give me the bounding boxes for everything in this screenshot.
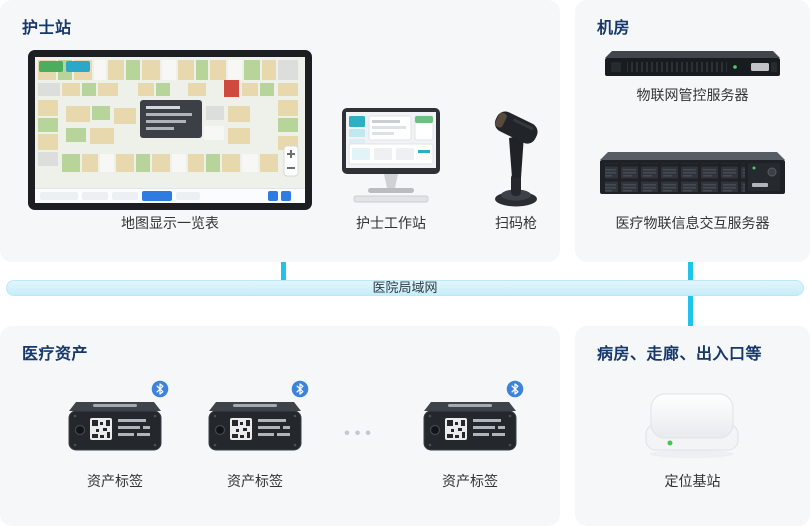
floor-map-screen-graphic xyxy=(28,50,312,210)
iot-server-graphic xyxy=(605,51,780,76)
asset-tag-1-label: 资产标签 xyxy=(87,473,143,489)
panel-medical-assets: 医疗资产 xyxy=(0,326,560,526)
panel-title-medical-assets: 医疗资产 xyxy=(22,346,89,363)
connector-lan-to-locations xyxy=(688,295,693,326)
workstation-graphic xyxy=(342,108,440,203)
hospital-lan-bus: 医院局域网 xyxy=(6,280,804,296)
map-rooms-body xyxy=(38,100,298,172)
panel-title-nurse-station: 护士站 xyxy=(22,20,72,37)
scanner-label: 扫码枪 xyxy=(495,215,537,231)
base-station-graphic xyxy=(645,393,739,458)
asset-tag-graphic xyxy=(68,402,162,451)
asset-tag-2-label: 资产标签 xyxy=(227,473,283,489)
exchange-server-label: 医疗物联信息交互服务器 xyxy=(615,215,770,231)
panel-server-room: 机房 物联网管控服务器 xyxy=(575,0,810,262)
bluetooth-icon xyxy=(291,380,309,398)
map-tooltip xyxy=(140,100,202,138)
asset-tag-graphic xyxy=(208,402,302,451)
map-toolbar xyxy=(35,188,305,203)
connector-server-to-lan xyxy=(688,262,693,281)
base-station-label: 定位基站 xyxy=(664,473,721,489)
workstation-device xyxy=(336,108,446,208)
map-status-chip-teal xyxy=(66,61,90,72)
exchange-server-graphic xyxy=(600,152,785,194)
scanner-device xyxy=(484,100,548,210)
connector-nurse-to-lan xyxy=(281,262,286,281)
iot-server-device xyxy=(605,48,780,82)
exchange-server-device xyxy=(600,150,785,202)
hospital-lan-label: 医院局域网 xyxy=(372,280,438,295)
map-display-device xyxy=(28,50,312,210)
iot-server-label: 物联网管控服务器 xyxy=(636,87,749,103)
more-tags-ellipsis: ••• xyxy=(344,425,376,442)
workstation-label: 护士工作站 xyxy=(356,215,426,231)
base-station-device xyxy=(632,390,752,462)
panel-title-locations: 病房、走廊、出入口等 xyxy=(597,346,763,363)
asset-tag-3 xyxy=(418,380,524,458)
panel-locations: 病房、走廊、出入口等 定位基站 xyxy=(575,326,810,526)
base-station-led xyxy=(667,440,673,446)
map-display-label: 地图显示一览表 xyxy=(121,215,219,231)
map-zoom-control xyxy=(283,145,299,177)
panel-nurse-station: 护士站 xyxy=(0,0,560,262)
map-search-button xyxy=(142,191,172,201)
panel-title-server-room: 机房 xyxy=(597,20,631,37)
asset-tag-2 xyxy=(203,380,309,458)
map-rooms-row2 xyxy=(38,80,298,97)
bluetooth-icon xyxy=(151,380,169,398)
asset-tag-1 xyxy=(63,380,169,458)
scanner-graphic xyxy=(494,111,538,207)
asset-tag-3-label: 资产标签 xyxy=(442,473,498,489)
bluetooth-icon xyxy=(506,380,524,398)
asset-tag-graphic xyxy=(423,402,517,451)
map-alert-room xyxy=(224,80,239,97)
map-status-chip-green xyxy=(39,61,63,72)
